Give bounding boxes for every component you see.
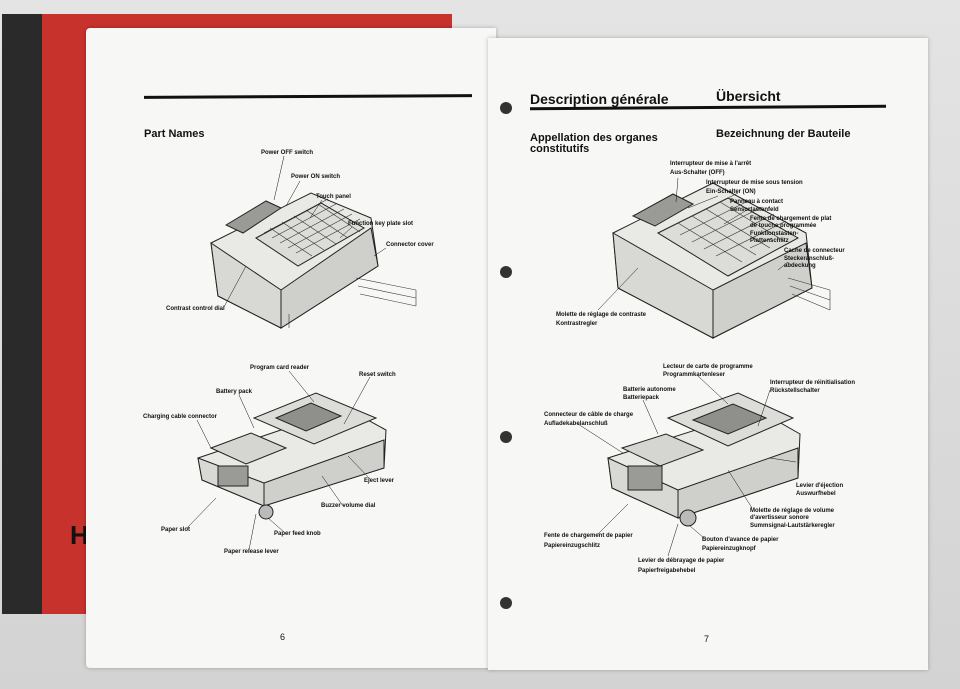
label-buzzer-dial: Buzzer volume dial	[321, 503, 376, 509]
label-reader-de: Programmkartenleser	[663, 372, 726, 378]
label-on-de: Ein-Schalter (ON)	[706, 189, 756, 195]
label-battery-pack: Battery pack	[216, 389, 253, 395]
part-names-heading: Part Names	[144, 128, 205, 140]
label-buzzer-fr-1: Molette de réglage de volume	[750, 508, 835, 514]
label-contrast-dial: Contrast control dial	[166, 306, 225, 312]
label-fkey-fr-2: de touche programmée	[750, 223, 817, 229]
label-power-off: Power OFF switch	[261, 150, 314, 156]
label-eject-de: Auswurfhebel	[796, 491, 836, 497]
binder-hole	[500, 102, 512, 114]
label-charging-fr: Connecteur de câble de charge	[544, 412, 634, 418]
label-off-fr: Interrupteur de mise à l'arrêt	[670, 161, 752, 167]
label-cover-de-1: Steckeranschluß-	[784, 256, 835, 262]
manual-page-left: Part Names	[86, 28, 496, 668]
binder-spine	[2, 14, 42, 614]
page-number-left: 6	[280, 632, 286, 642]
label-eject-fr: Levier d'éjection	[796, 483, 844, 489]
heading-fr: Description générale	[530, 91, 669, 107]
label-paper-release: Paper release lever	[224, 549, 279, 555]
manual-page-right: Description générale Übersicht Appellati…	[488, 38, 928, 670]
label-release-de: Papierfreigabehebel	[638, 568, 696, 574]
binder-hole	[500, 597, 512, 609]
label-charging-de: Aufladekabelanschluß	[544, 421, 608, 427]
heading-de: Übersicht	[716, 88, 781, 104]
device-diagram-top-left	[186, 155, 417, 551]
label-contrast-de: Kontrastregler	[556, 321, 598, 327]
label-battery-fr: Batterie autonome	[623, 387, 676, 393]
label-cover-fr: Cache de connecteur	[784, 248, 845, 254]
label-touch-panel: Touch panel	[316, 194, 351, 200]
label-fkey-de-2: Plattenschlitz	[750, 238, 789, 244]
label-fkey-de-1: Funktionstasten-	[750, 231, 799, 237]
label-release-fr: Levier de débrayage de papier	[638, 558, 725, 564]
label-feed-fr: Bouton d'avance de papier	[702, 537, 779, 543]
subheading-fr-1: Appellation des organes	[530, 132, 658, 144]
subheading-de: Bezeichnung der Bauteile	[716, 128, 851, 140]
label-cover-de-2: abdeckung	[784, 263, 816, 269]
label-battery-de: Batteriepack	[623, 395, 660, 401]
label-reader-fr: Lecteur de carte de programme	[663, 364, 753, 370]
label-fkey-slot: Function key plate slot	[348, 221, 414, 227]
label-paper-feed: Paper feed knob	[274, 531, 321, 537]
label-reset-de: Rückstellschalter	[770, 388, 820, 394]
label-power-on: Power ON switch	[291, 174, 341, 180]
label-slot-fr: Fente de chargement de papier	[544, 533, 633, 539]
label-paper-slot: Paper slot	[161, 527, 191, 533]
cover-letter-fragment: H	[70, 520, 89, 550]
binder-hole	[500, 431, 512, 443]
label-fkey-fr-1: Fente de chargement de plat	[750, 216, 832, 222]
binder-hole	[500, 266, 512, 278]
subheading-fr-2: constitutifs	[530, 143, 590, 155]
label-reset-fr: Interrupteur de réinitialisation	[770, 380, 856, 386]
label-on-fr: Interrupteur de mise sous tension	[706, 180, 803, 186]
label-contrast-fr: Molette de réglage de contraste	[556, 312, 647, 318]
label-charging-connector: Charging cable connector	[143, 414, 218, 420]
label-slot-de: Papiereinzugschlitz	[544, 543, 601, 549]
label-program-reader: Program card reader	[250, 365, 310, 371]
label-feed-de: Papiereinzugknopf	[702, 546, 756, 552]
label-eject-lever: Eject lever	[364, 478, 395, 484]
label-connector-cover: Connector cover	[386, 242, 434, 248]
label-reset-switch: Reset switch	[359, 372, 396, 378]
label-buzzer-de: Summsignal-Lautstärkeregler	[750, 523, 835, 529]
label-off-de: Aus-Schalter (OFF)	[670, 170, 725, 176]
label-panel-fr: Panneau à contact	[730, 199, 784, 205]
device-diagram-right	[577, 177, 831, 557]
page-number-right: 7	[704, 634, 710, 644]
label-buzzer-fr-2: d'avertisseur sonore	[750, 515, 809, 521]
label-panel-de: Sensortastenfeld	[730, 207, 779, 213]
